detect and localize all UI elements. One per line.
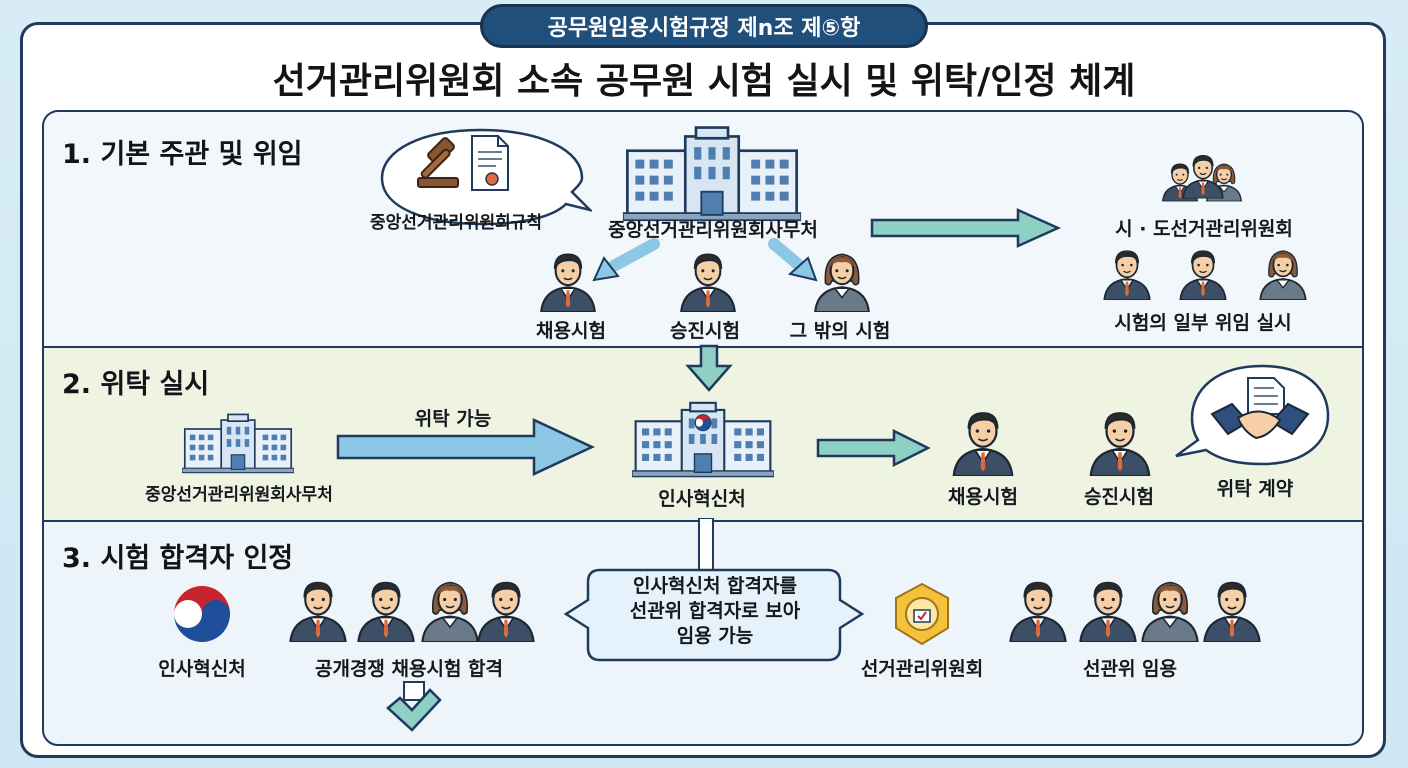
exam-arrow xyxy=(816,428,931,468)
source-org-label: 중앙선거관리위원회사무처 xyxy=(145,485,333,505)
emblem-icon xyxy=(895,582,949,646)
nec-label: 선거관리위원회 xyxy=(860,658,984,680)
recognition-line1: 인사혁신처 합격자를 xyxy=(633,575,797,597)
down-arrow xyxy=(685,344,733,392)
passer-person-icon xyxy=(286,574,350,642)
entrust-arrow-label: 위탁 가능 xyxy=(414,408,492,430)
handshake-icon xyxy=(1210,377,1310,440)
delegate-arrow xyxy=(870,208,1062,248)
recognition-line3: 임용 가능 xyxy=(676,625,754,647)
nec-secretariat-building-icon xyxy=(622,124,802,222)
delegate-label: 시험의 일부 위임 실시 xyxy=(1114,312,1292,334)
taegeuk-icon xyxy=(174,586,230,642)
center-org-label: 중앙선거관리위원회사무처 xyxy=(608,219,818,241)
exam-hire-label: 채용시험 xyxy=(536,320,606,342)
local-person-icon xyxy=(1172,244,1234,300)
document-icon xyxy=(471,135,509,191)
promo-exam-person-icon xyxy=(672,246,744,312)
hire-exam-person-icon xyxy=(942,404,1024,476)
other-exam-person-icon xyxy=(806,246,878,312)
check-icon xyxy=(386,681,442,732)
target-org-label: 인사혁신처 xyxy=(658,488,746,510)
appointee-person-icon xyxy=(1138,574,1202,642)
connector-line xyxy=(698,518,714,574)
passer-person-icon xyxy=(354,574,418,642)
exam-promo-label: 승진시험 xyxy=(670,320,740,342)
exam-promo-label: 승진시험 xyxy=(1084,486,1154,508)
gavel-icon xyxy=(417,137,459,188)
appointee-person-icon xyxy=(1200,574,1264,642)
exam-hire-label: 채용시험 xyxy=(948,486,1018,508)
contract-label: 위탁 계약 xyxy=(1216,478,1294,500)
passer-person-icon xyxy=(474,574,538,642)
pass-label: 공개경쟁 채용시험 합격 xyxy=(314,658,504,680)
section2-heading: 2. 위탁 실시 xyxy=(62,369,210,400)
delegation-arrows xyxy=(592,238,818,282)
local-person-icon xyxy=(1252,244,1314,300)
local-person-icon xyxy=(1096,244,1158,300)
exam-other-label: 그 밖의 시험 xyxy=(789,320,891,342)
promo-exam-person-icon xyxy=(1082,404,1158,476)
group-icon xyxy=(1160,142,1246,208)
recognition-bubble xyxy=(563,568,865,662)
appointee-person-icon xyxy=(1076,574,1140,642)
regulation-reference-tag: 공무원임용시험규정 제n조 제⑤항 xyxy=(480,4,928,48)
local-org-label: 시 · 도선거관리위원회 xyxy=(1115,218,1293,240)
section3-heading: 3. 시험 합격자 인정 xyxy=(62,543,294,574)
recognition-line2: 선관위 합격자로 보아 xyxy=(629,600,801,622)
appointee-person-icon xyxy=(1006,574,1070,642)
hire-exam-person-icon xyxy=(532,246,604,312)
nec-secretariat-building-icon xyxy=(182,412,294,474)
rule-label: 중앙선거관리위원회규칙 xyxy=(370,213,543,233)
page-title: 선거관리위원회 소속 공무원 시험 실시 및 위탁/인정 체계 xyxy=(272,61,1136,102)
entrust-arrow xyxy=(336,418,595,476)
appoint-label: 선관위 임용 xyxy=(1082,658,1177,680)
section1-heading: 1. 기본 주관 및 위임 xyxy=(62,139,303,170)
passer-person-icon xyxy=(418,574,482,642)
mpm-label: 인사혁신처 xyxy=(158,658,246,680)
mpm-building-icon xyxy=(622,400,784,478)
